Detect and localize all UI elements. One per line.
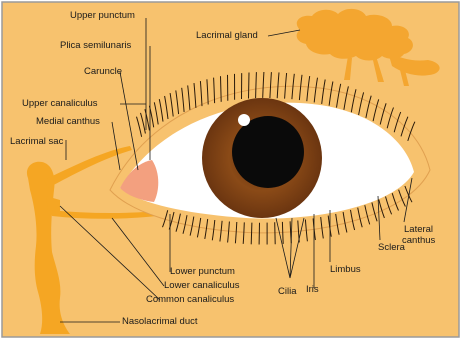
label-lower-canaliculus: Lower canaliculus xyxy=(164,280,240,291)
label-cilia: Cilia xyxy=(278,286,297,297)
pupil-shape xyxy=(232,116,304,188)
label-lateral-canthus-line1: Lateral xyxy=(404,224,433,235)
label-lacrimal-sac: Lacrimal sac xyxy=(10,136,64,147)
upper-eyelash xyxy=(249,73,250,99)
label-medial-canthus: Medial canthus xyxy=(36,116,100,127)
label-lacrimal-gland: Lacrimal gland xyxy=(196,30,258,41)
label-iris: Iris xyxy=(306,284,319,295)
label-upper-canaliculus: Upper canaliculus xyxy=(22,98,98,109)
label-common-canaliculus: Common canaliculus xyxy=(146,294,234,305)
label-caruncle: Caruncle xyxy=(84,66,122,77)
label-nasolacrimal-duct: Nasolacrimal duct xyxy=(122,316,198,327)
label-limbus: Limbus xyxy=(330,264,361,275)
upper-eyelash xyxy=(221,76,222,102)
pupil-highlight xyxy=(238,114,250,126)
label-lateral-canthus-line2: canthus xyxy=(402,235,436,246)
lower-eyelash xyxy=(275,222,276,244)
label-plica-semilunaris: Plica semilunaris xyxy=(60,40,132,51)
label-upper-punctum: Upper punctum xyxy=(70,10,135,21)
lower-eyelash xyxy=(251,223,252,245)
label-lower-punctum: Lower punctum xyxy=(170,266,235,277)
